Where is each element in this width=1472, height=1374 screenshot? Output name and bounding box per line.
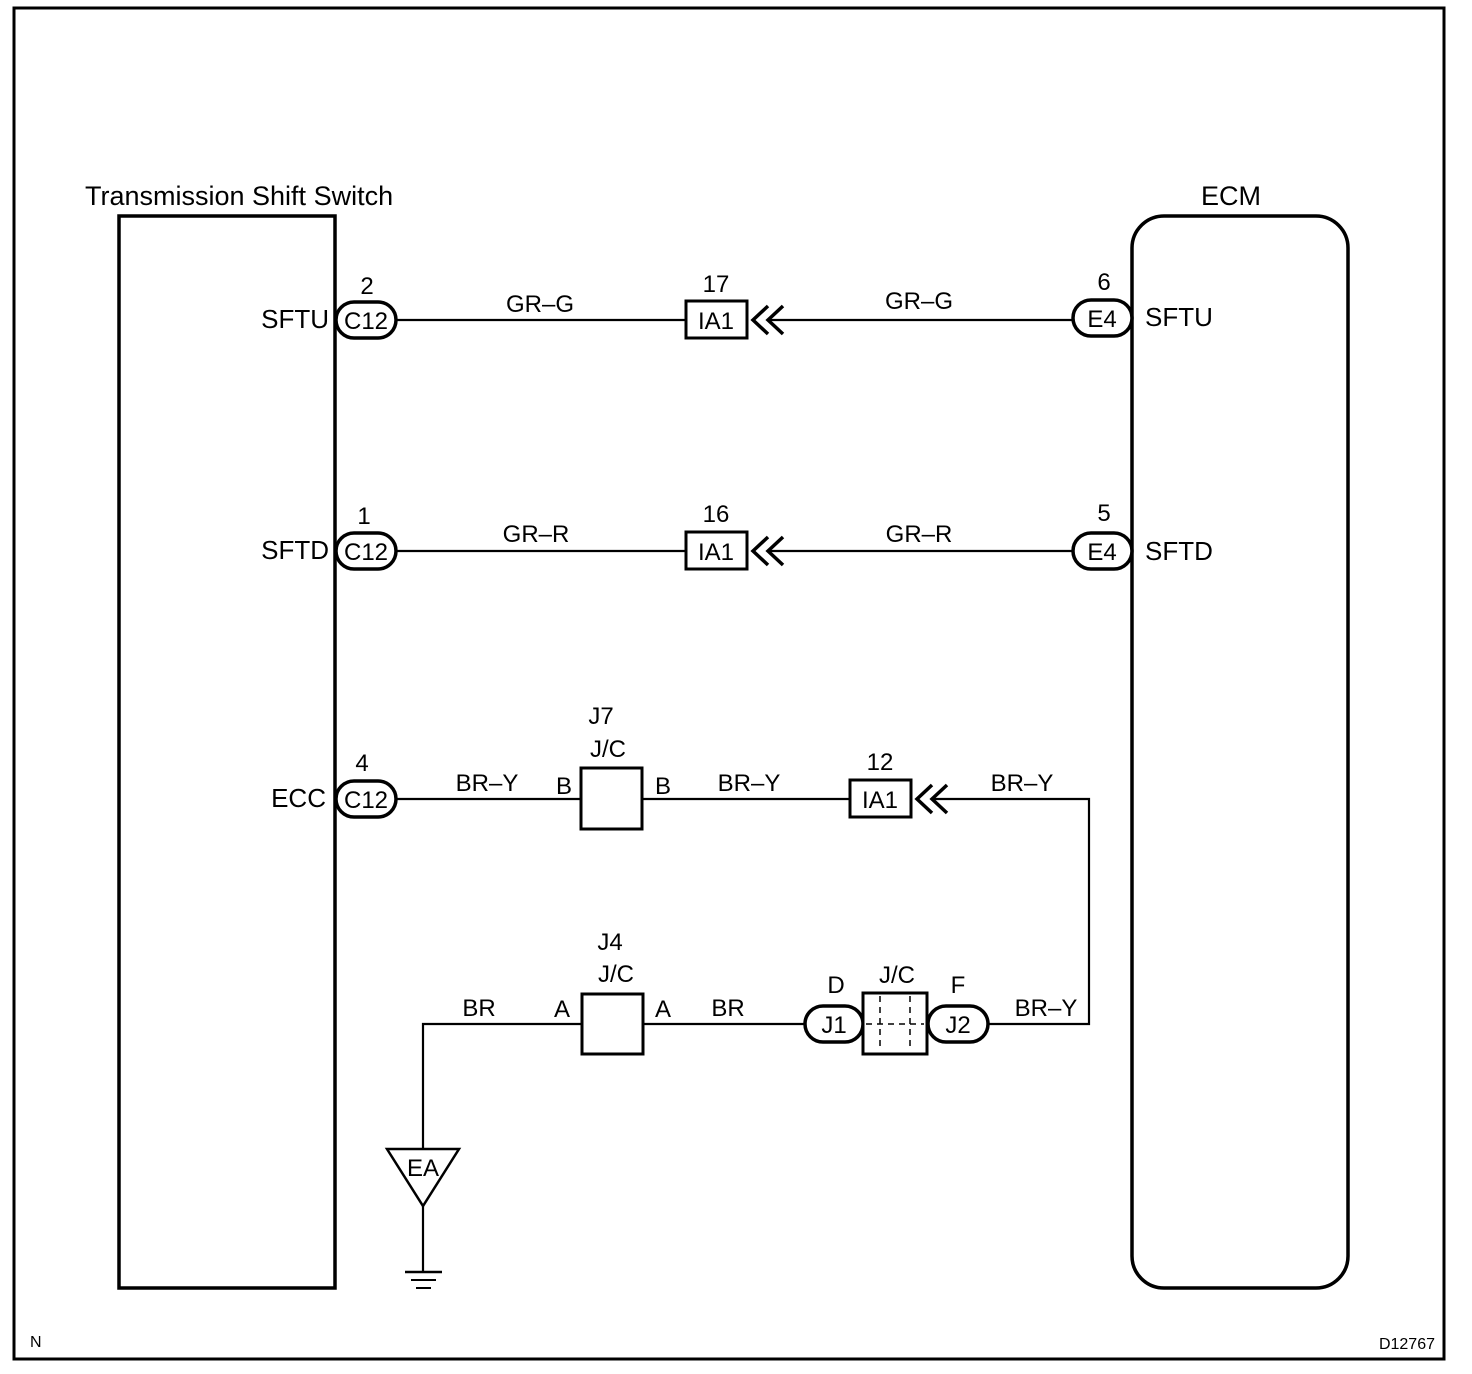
ground-wire-left-color: BR [462,995,495,1022]
j1-connector-label: J1 [821,1012,846,1039]
sftu-inline-pin: 17 [703,271,730,298]
ecm-sftu-label: SFTU [1145,302,1213,332]
j7-junction-block [579,766,644,831]
j7-name: J7 [588,703,613,730]
transmission-shift-switch-block [117,214,337,1290]
switch-sftu-pin: 2 [360,273,373,300]
switch-ecc-connector-label: C12 [344,787,388,814]
switch-sftd-label: SFTD [261,535,329,565]
switch-sftd-pin: 1 [357,503,370,530]
ecm-block [1130,214,1350,1290]
ecm-sftu-connector-label: E4 [1087,306,1116,333]
ground-wire-right-color: BR–Y [1015,995,1078,1022]
ecm-sftd-pin: 5 [1097,500,1110,527]
ecm-sftu-connector [1071,298,1134,338]
switch-sftu-connector-label: C12 [344,308,388,335]
sftd-inline-connector [684,530,749,571]
sftu-wire-left-color: GR–G [506,291,574,318]
ground-symbol-icon [405,1270,442,1289]
ecc-wire-right [934,797,1091,1026]
switch-sftu-label: SFTU [261,304,329,334]
sftu-wire-right-color: GR–G [885,288,953,315]
sftd-wire-left-color: GR–R [503,521,570,548]
j4-name: J4 [597,929,622,956]
j7-out-pin: B [655,773,671,800]
ecm-title: ECM [1201,181,1261,211]
j4-in-pin: A [554,996,570,1023]
j2-connector [926,1004,990,1044]
sftu-inline-connector [684,299,749,340]
ecc-wire-mid-color: BR–Y [718,770,781,797]
ground-point-marker [384,1147,462,1209]
switch-sftd-connector [334,531,398,571]
ecm-sftd-label: SFTD [1145,536,1213,566]
sftu-inline-connector-label: IA1 [698,308,734,335]
ground-point-label: EA [407,1155,439,1182]
j7-type: J/C [590,736,626,763]
sftd-wire-right-color: GR–R [886,521,953,548]
ecm-sftu-pin: 6 [1097,269,1110,296]
j2-connector-label: J2 [945,1012,970,1039]
ecc-inline-pin: 12 [867,749,894,776]
ecm-sftd-connector [1071,531,1134,571]
footer-code-left: N [30,1334,42,1351]
jc-left-pin: D [827,972,844,999]
diagram-frame [12,6,1446,1361]
ground-wire-mid-color: BR [711,995,744,1022]
jc-junction-block [861,991,929,1056]
switch-title: Transmission Shift Switch [85,181,393,211]
j4-junction-block [580,992,645,1056]
ecc-inline-connector [848,778,913,819]
ground-wire-left [421,1022,582,1149]
j4-type: J/C [598,961,634,988]
switch-ecc-pin: 4 [355,750,368,777]
ecc-inline-connector-label: IA1 [862,787,898,814]
footer-code-right: D12767 [1379,1336,1435,1353]
ecc-inline-arrow-icon [914,783,949,815]
ecm-sftd-connector-label: E4 [1087,539,1116,566]
sftu-inline-arrow-icon [750,304,785,336]
j4-out-pin: A [655,996,671,1023]
sftd-inline-pin: 16 [703,501,730,528]
j7-in-pin: B [556,773,572,800]
jc-type: J/C [879,962,915,989]
switch-ecc-label: ECC [271,783,326,813]
sftd-inline-arrow-icon [750,535,785,567]
switch-sftd-connector-label: C12 [344,539,388,566]
ecc-wire-right-color: BR–Y [991,770,1054,797]
jc-right-pin: F [951,972,966,999]
switch-sftu-connector [334,300,398,340]
sftd-inline-connector-label: IA1 [698,539,734,566]
switch-ecc-connector [334,779,398,819]
ecc-wire-left-color: BR–Y [456,770,519,797]
